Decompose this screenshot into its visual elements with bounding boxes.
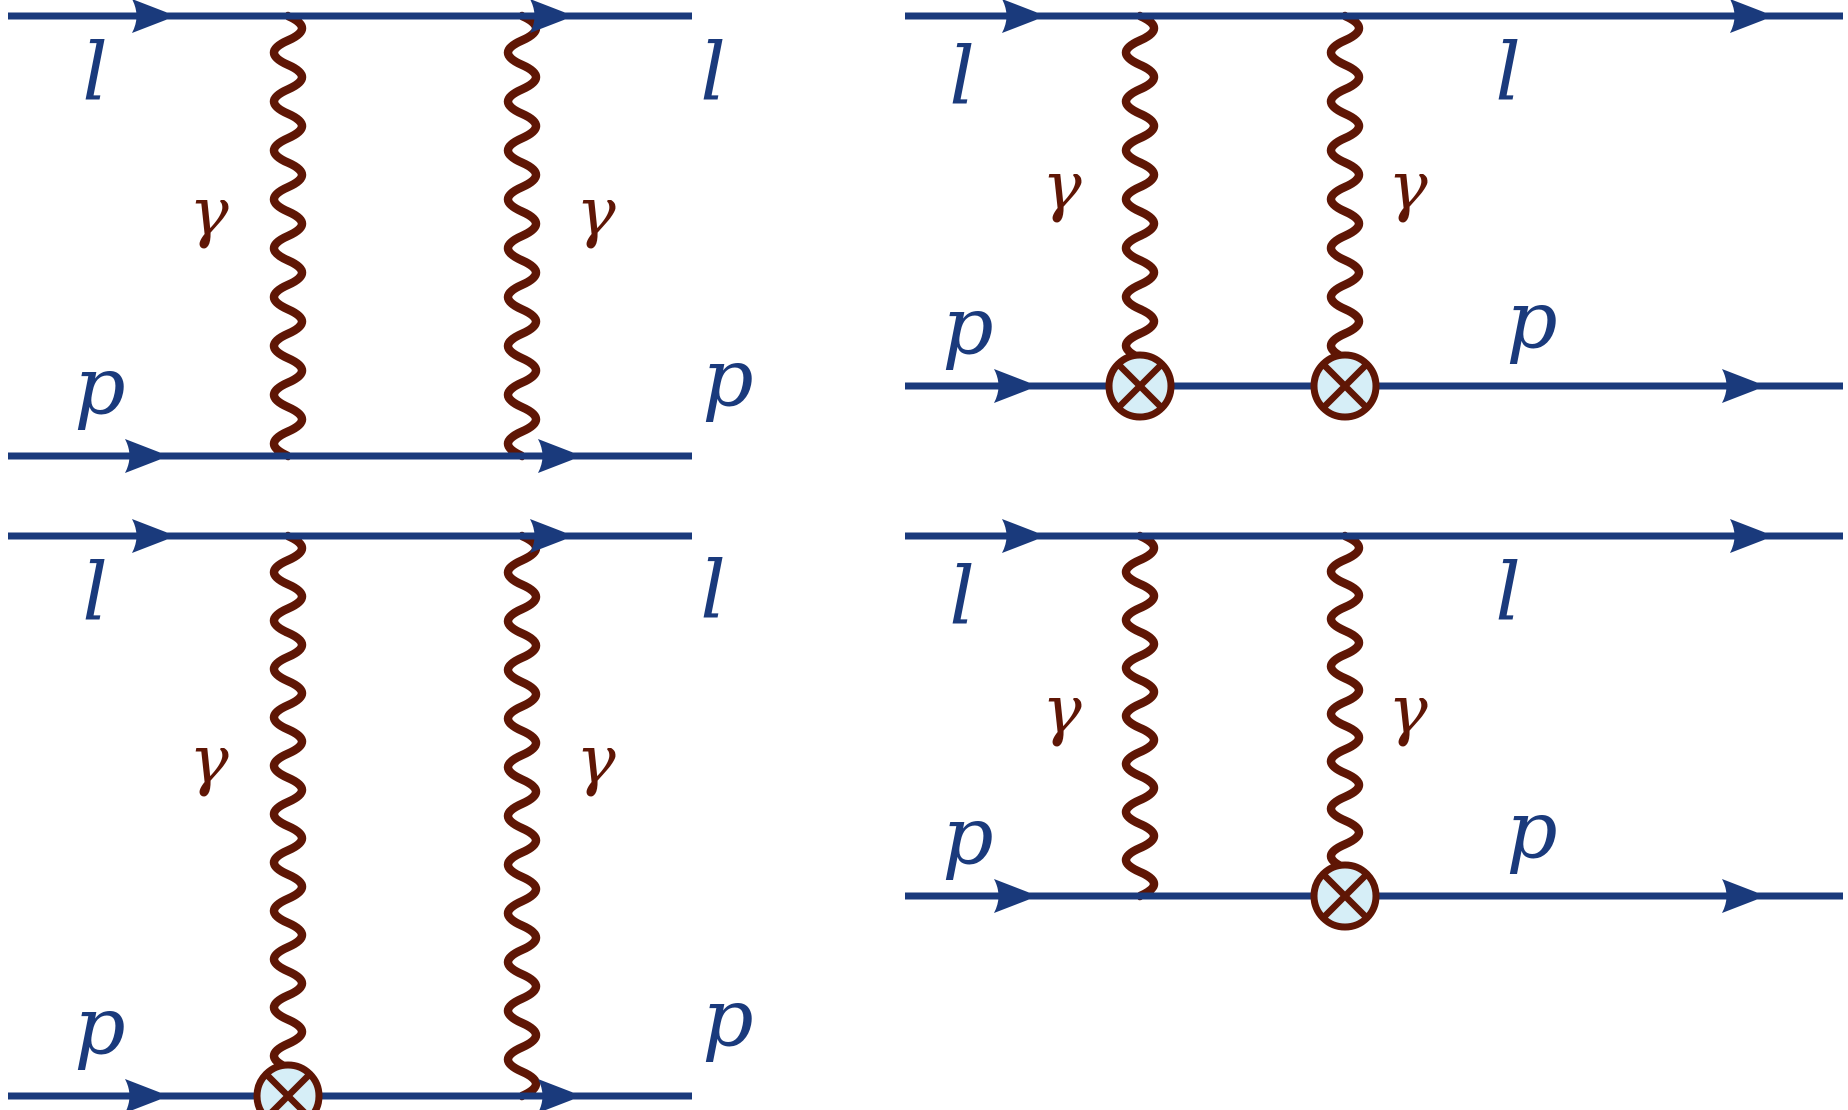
fermion-arrow	[994, 879, 1038, 913]
photon-propagator-left	[1121, 11, 1159, 363]
fermion-arrow	[538, 439, 582, 473]
incoming-lepton-label: l	[82, 546, 108, 639]
effective-vertex-icon	[1310, 861, 1380, 931]
outgoing-lepton-label: l	[1495, 546, 1521, 639]
photon-propagator-right	[1326, 531, 1364, 873]
feynman-diagram-top-left: l l p p γ γ	[8, 0, 754, 473]
vertex-cross-icon	[1114, 360, 1166, 412]
effective-vertex-icon	[253, 1061, 323, 1110]
left-photon-label: γ	[189, 174, 229, 251]
fermion-arrow	[530, 0, 574, 33]
vertex-cross-icon	[262, 1070, 314, 1110]
photon-propagator-right	[503, 11, 541, 461]
right-photon-label: γ	[576, 722, 616, 799]
left-photon-label: γ	[1042, 672, 1082, 749]
fermion-arrow	[132, 0, 176, 33]
fermion-arrow	[1002, 519, 1046, 553]
photon-propagator-right	[503, 531, 541, 1101]
photon-propagator-right	[1326, 11, 1364, 363]
outgoing-proton-label: p	[1506, 274, 1557, 367]
outgoing-lepton-label: l	[700, 544, 726, 637]
photon-propagator-left	[1121, 531, 1159, 901]
effective-vertex-icon	[1310, 351, 1380, 421]
photon-propagator-left	[269, 11, 307, 461]
incoming-lepton-label: l	[949, 550, 975, 643]
fermion-arrow	[1730, 0, 1774, 33]
incoming-proton-label: p	[74, 980, 125, 1073]
fermion-arrow	[538, 1079, 582, 1110]
fermion-arrow	[1730, 519, 1774, 553]
outgoing-proton-label: p	[702, 332, 753, 425]
incoming-proton-label: p	[942, 790, 993, 883]
incoming-lepton-label: l	[949, 30, 975, 123]
right-photon-label: γ	[1388, 148, 1428, 225]
incoming-lepton-label: l	[82, 26, 108, 119]
fermion-arrow	[132, 519, 176, 553]
left-photon-label: γ	[189, 722, 229, 799]
outgoing-lepton-label: l	[700, 26, 726, 119]
fermion-arrow	[1002, 0, 1046, 33]
vertex-cross-icon	[1319, 360, 1371, 412]
outgoing-lepton-label: l	[1495, 26, 1521, 119]
feynman-diagram-bottom-left: l l p p γ γ	[8, 519, 754, 1110]
outgoing-proton-label: p	[1506, 784, 1557, 877]
fermion-arrow	[530, 519, 574, 553]
incoming-proton-label: p	[74, 340, 125, 433]
fermion-arrow	[994, 369, 1038, 403]
fermion-arrow	[125, 1079, 169, 1110]
fermion-arrow	[1722, 369, 1766, 403]
photon-propagator-left	[269, 531, 307, 1073]
effective-vertex-icon	[1105, 351, 1175, 421]
right-photon-label: γ	[576, 174, 616, 251]
fermion-arrow	[1722, 879, 1766, 913]
fermion-arrow	[125, 439, 169, 473]
outgoing-proton-label: p	[702, 972, 753, 1065]
incoming-proton-label: p	[942, 280, 993, 373]
left-photon-label: γ	[1042, 148, 1082, 225]
right-photon-label: γ	[1388, 672, 1428, 749]
vertex-cross-icon	[1319, 870, 1371, 922]
